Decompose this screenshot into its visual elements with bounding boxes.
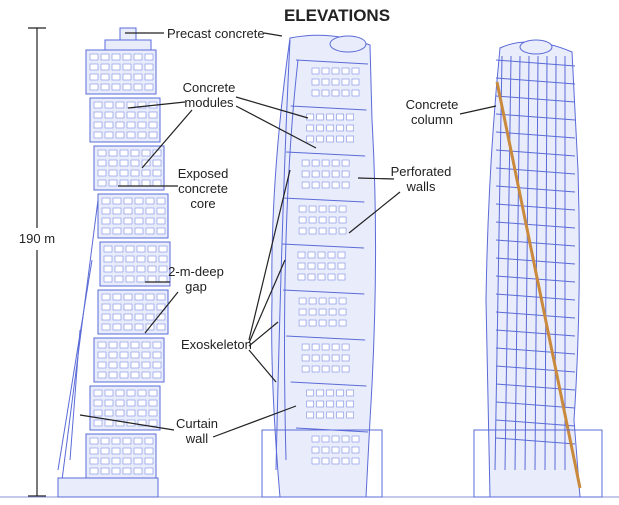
height-label: 190 m [19, 231, 55, 246]
svg-text:Curtain: Curtain [176, 416, 218, 431]
callout-concrete-column: Concrete column [406, 97, 497, 127]
svg-text:column: column [411, 112, 453, 127]
height-dimension: 190 m [19, 27, 55, 497]
svg-text:wall: wall [185, 431, 209, 446]
callout-perforated-walls: Perforated walls [348, 164, 452, 234]
middle-tower-elevation [261, 34, 383, 498]
svg-text:core: core [190, 196, 215, 211]
svg-text:Exposed: Exposed [178, 166, 229, 181]
svg-text:walls: walls [406, 179, 436, 194]
svg-text:Concrete: Concrete [406, 97, 459, 112]
callout-concrete-modules: Concrete modules [127, 80, 317, 169]
left-tower-elevation [57, 27, 171, 498]
svg-text:2-m-deep: 2-m-deep [168, 264, 224, 279]
svg-text:Perforated: Perforated [391, 164, 452, 179]
callout-precast-concrete: Precast concrete [125, 26, 283, 41]
right-tower-elevation [473, 39, 603, 498]
svg-text:modules: modules [184, 95, 234, 110]
diagram-title: ELEVATIONS [284, 6, 390, 25]
svg-text:Precast concrete: Precast concrete [167, 26, 265, 41]
svg-text:Concrete: Concrete [183, 80, 236, 95]
svg-text:Exoskeleton: Exoskeleton [181, 337, 252, 352]
callout-exoskeleton: Exoskeleton [181, 169, 291, 383]
callout-exposed-concrete-core: Exposed concrete core [118, 166, 228, 211]
callout-2m-deep-gap: 2-m-deep gap [144, 264, 224, 334]
concrete-column-line [495, 81, 582, 489]
svg-text:concrete: concrete [178, 181, 228, 196]
svg-text:gap: gap [185, 279, 207, 294]
callout-curtain-wall: Curtain wall [79, 405, 297, 446]
